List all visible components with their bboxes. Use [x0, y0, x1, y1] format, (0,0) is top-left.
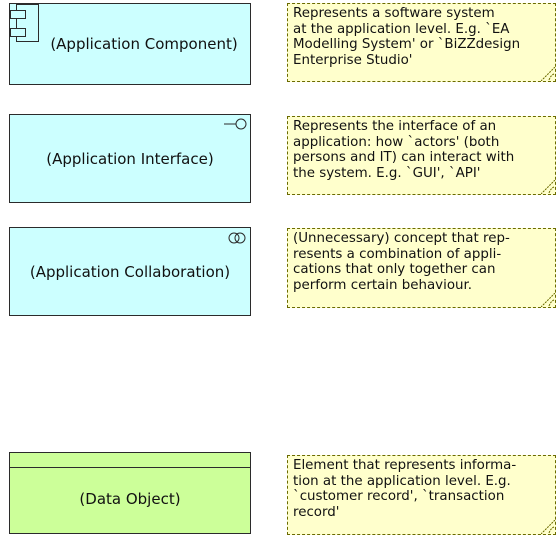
note-line: Represents a software system [293, 6, 495, 21]
note-line: Modelling System' or `BiZZdesign [293, 37, 521, 53]
note-line: Element that represents informa- [293, 458, 517, 473]
note-application-component: Represents a software system at the appl… [287, 3, 556, 82]
application-component-box: (Application Component) [9, 3, 251, 85]
note-line: perform certain behaviour. [293, 277, 473, 293]
note-data-object: Element that represents informa- tion at… [287, 455, 556, 535]
data-object-label: (Data Object) [79, 490, 181, 508]
application-collaboration-box: (Application Collaboration) [9, 227, 251, 316]
data-object-box: (Data Object) [9, 452, 251, 534]
note-fold-icon [541, 180, 555, 194]
note-fold-icon [541, 293, 555, 307]
note-application-interface: Represents the interface of an applicati… [287, 116, 556, 195]
application-interface-box: (Application Interface) [9, 114, 251, 203]
note-line: the system. E.g. `GUI', `API' [293, 165, 481, 181]
note-line: resents a combination of appli- [293, 246, 502, 262]
interface-icon [224, 118, 247, 130]
note-line: persons and IT) can interact with [293, 150, 515, 166]
note-line: tion at the application level. E.g. [293, 473, 511, 489]
component-icon [10, 4, 39, 42]
note-line: at the application level. E.g. `EA [293, 21, 510, 37]
note-line: `customer record', `transaction [293, 489, 505, 505]
note-line: application: how `actors' (both [293, 134, 500, 150]
application-interface-label: (Application Interface) [46, 149, 214, 168]
note-line: cations that only together can [293, 262, 496, 278]
note-line: record' [293, 504, 340, 520]
application-collaboration-label: (Application Collaboration) [29, 262, 231, 281]
note-line: (Unnecessary) concept that rep- [293, 231, 510, 246]
data-object-header [10, 453, 250, 468]
note-application-collaboration: (Unnecessary) concept that rep- resents … [287, 228, 556, 308]
note-line: Represents the interface of an [293, 119, 497, 134]
note-fold-icon [541, 520, 555, 534]
application-component-label: (Application Component) [50, 35, 238, 53]
note-fold-icon [541, 67, 555, 81]
collaboration-icon [228, 232, 246, 244]
note-line: Enterprise Studio' [293, 52, 413, 68]
